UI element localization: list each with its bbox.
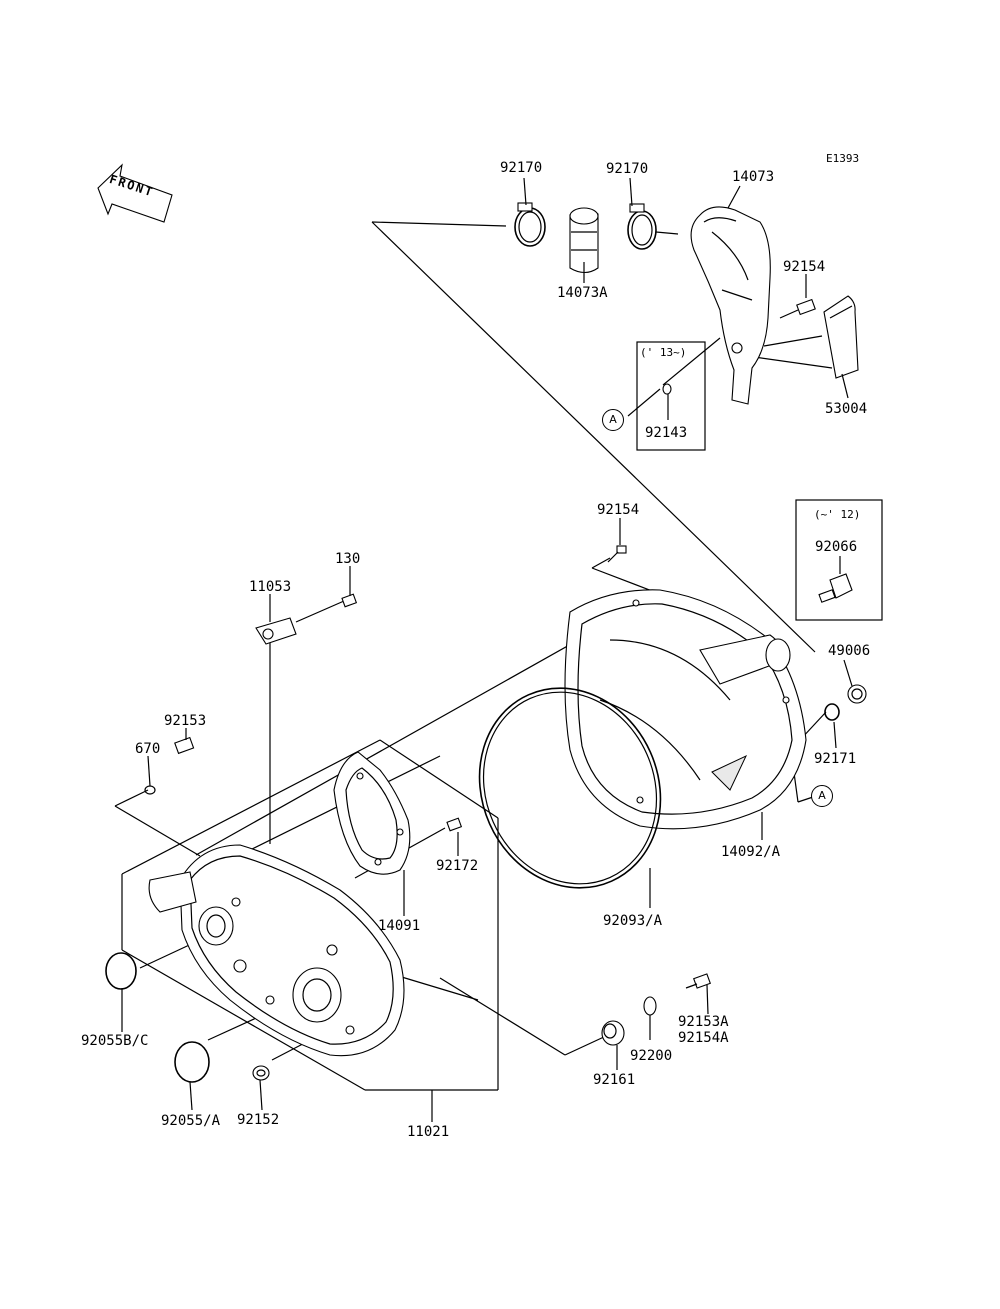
coupling-hose-icon xyxy=(569,207,599,274)
hose-clamp-right-icon xyxy=(627,203,679,250)
guard-plate-icon xyxy=(823,295,859,379)
part-label-92172[interactable]: 92172 xyxy=(436,858,479,874)
part-label-92153a[interactable]: 92153A xyxy=(678,1014,729,1030)
diagram-code: E1393 xyxy=(826,152,860,165)
washer-92143-icon xyxy=(662,383,672,395)
bolt-92153-icon xyxy=(174,736,195,755)
part-label-92154-top[interactable]: 92154 xyxy=(783,259,826,275)
o-ring-92055bc-icon xyxy=(105,952,137,990)
bolt-92172-icon xyxy=(446,817,463,832)
inner-cover-icon xyxy=(148,844,405,1057)
part-label-14073[interactable]: 14073 xyxy=(732,169,775,185)
part-label-11021[interactable]: 11021 xyxy=(407,1124,450,1140)
front-arrow-icon xyxy=(97,163,173,223)
grommet-92161-icon xyxy=(601,1020,625,1046)
part-label-92170-right[interactable]: 92170 xyxy=(606,161,649,177)
clamp-92171-icon xyxy=(824,703,840,721)
range-box-12 xyxy=(795,499,883,621)
part-label-14092a[interactable]: 14092/A xyxy=(721,844,781,860)
bolt-92153a-icon xyxy=(685,973,711,989)
part-label-11053[interactable]: 11053 xyxy=(249,579,292,595)
part-label-14091[interactable]: 14091 xyxy=(378,918,421,934)
washer-92200-icon xyxy=(643,996,657,1016)
part-label-92161[interactable]: 92161 xyxy=(593,1072,636,1088)
part-label-92055a[interactable]: 92055/A xyxy=(161,1113,221,1129)
part-label-92171[interactable]: 92171 xyxy=(814,751,857,767)
sensor-92066-icon xyxy=(818,573,853,603)
gasket-92093-icon xyxy=(478,687,662,889)
outer-cover-icon xyxy=(564,589,807,830)
bolt-92154-icon xyxy=(779,298,816,319)
range-box-13 xyxy=(636,341,706,451)
part-label-53004[interactable]: 53004 xyxy=(825,401,868,417)
cap-92152-icon xyxy=(252,1065,270,1081)
part-label-92152[interactable]: 92152 xyxy=(237,1112,280,1128)
part-label-49006[interactable]: 49006 xyxy=(828,643,871,659)
part-label-670[interactable]: 670 xyxy=(135,741,161,757)
o-ring-670-icon xyxy=(144,785,156,795)
callout-a-top: A xyxy=(602,409,624,431)
part-label-92154a[interactable]: 92154A xyxy=(678,1030,729,1046)
bolt-130-icon xyxy=(341,593,358,608)
callout-a-bottom: A xyxy=(811,785,833,807)
intake-duct-icon xyxy=(690,206,771,405)
o-ring-92055a-icon xyxy=(174,1041,210,1083)
range-label-from-13: (' 13~) xyxy=(640,346,687,359)
range-label-to-12: (~' 12) xyxy=(814,508,861,521)
part-label-92154-mid[interactable]: 92154 xyxy=(597,502,640,518)
plate-14091-icon xyxy=(333,751,411,875)
part-label-92066[interactable]: 92066 xyxy=(815,539,858,555)
part-label-14073a[interactable]: 14073A xyxy=(557,285,608,301)
hose-clamp-left-icon xyxy=(514,202,546,247)
part-label-130[interactable]: 130 xyxy=(335,551,361,567)
bolt-92154-mid-icon xyxy=(607,545,627,563)
part-label-92093a[interactable]: 92093/A xyxy=(603,913,663,929)
plug-49006-icon xyxy=(847,684,867,704)
part-label-92170-left[interactable]: 92170 xyxy=(500,160,543,176)
leader-lines xyxy=(114,221,833,1091)
part-label-92143[interactable]: 92143 xyxy=(645,425,688,441)
part-label-92153[interactable]: 92153 xyxy=(164,713,207,729)
part-label-92055bc[interactable]: 92055B/C xyxy=(81,1033,149,1049)
part-label-92200[interactable]: 92200 xyxy=(630,1048,673,1064)
bracket-11053-icon xyxy=(255,617,297,645)
